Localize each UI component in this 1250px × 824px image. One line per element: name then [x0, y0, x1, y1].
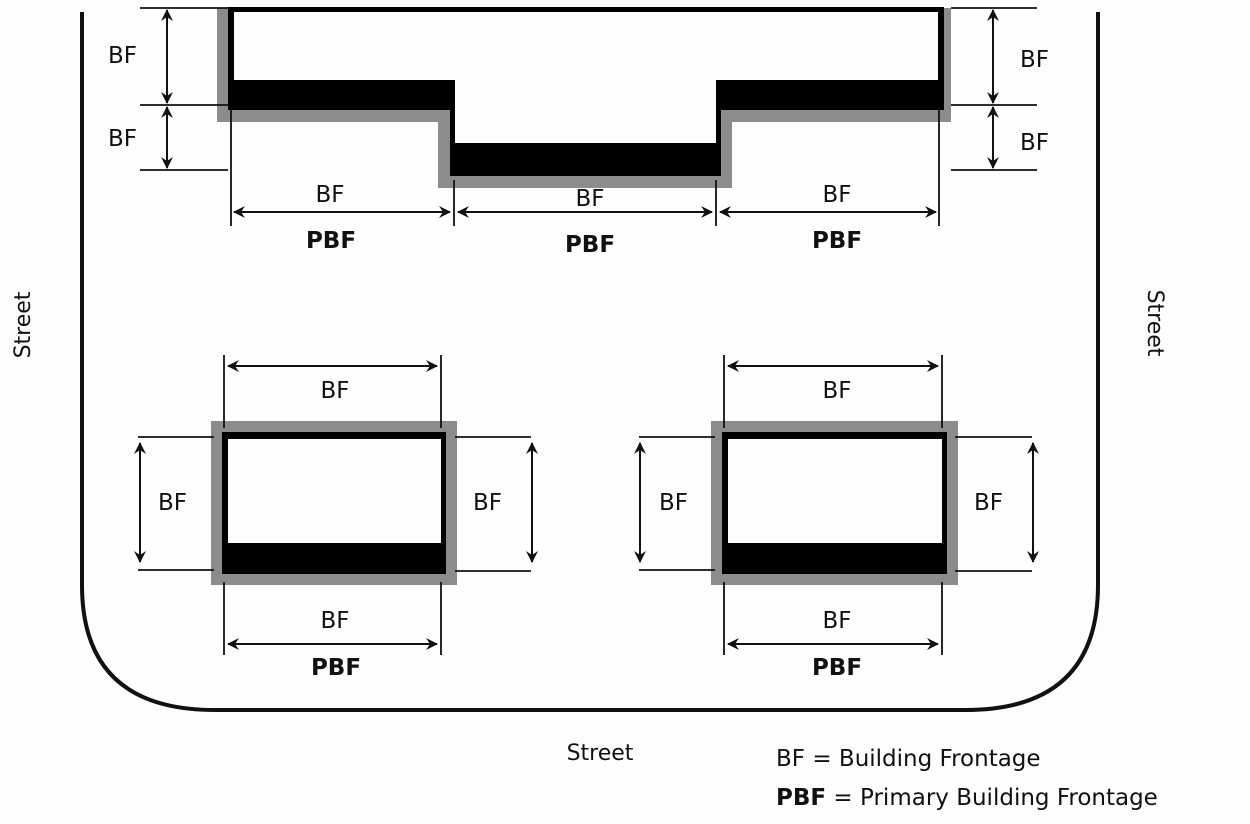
- building-interior: [228, 439, 441, 543]
- segment-pbf-label: PBF: [812, 228, 862, 254]
- street-label-right: Street: [1142, 290, 1167, 357]
- top-building-body: [230, 8, 943, 176]
- block-boundary: [80, 12, 1100, 712]
- top-building: [217, 7, 951, 188]
- segment-bf-label: BF: [575, 186, 604, 212]
- dim-label-bf: BF: [974, 490, 1003, 516]
- dim-label-bf: BF: [473, 490, 502, 516]
- frontage-band-right: [716, 80, 944, 110]
- top-building-right-wall: [938, 7, 944, 110]
- legend-meaning: Building Frontage: [839, 746, 1041, 772]
- legend-separator: =: [826, 785, 860, 811]
- segment-bf-label: BF: [822, 182, 851, 208]
- legend-abbr: BF: [776, 746, 805, 772]
- dim-label-pbf: PBF: [812, 655, 862, 681]
- street-label-bottom: Street: [567, 741, 634, 766]
- top-building-top-wall: [228, 7, 944, 12]
- top-frontage-dimensions: BF PBF BF PBF BF PBF: [230, 110, 940, 258]
- bottom-left-building: BF BF BF BF PBF: [134, 355, 538, 681]
- legend-meaning: Primary Building Frontage: [860, 785, 1158, 811]
- dim-label-bf: BF: [822, 378, 851, 404]
- top-right-dimensions: BF BF: [951, 7, 1049, 171]
- top-left-dimensions: BF BF: [108, 7, 228, 171]
- top-building-left-wall: [228, 7, 234, 110]
- segment-pbf-label: PBF: [565, 232, 615, 258]
- step-wall-right: [716, 80, 721, 176]
- legend-item-bf: BF = Building Frontage: [776, 746, 1041, 772]
- frontage-band-left: [228, 80, 455, 110]
- dim-label-bf: BF: [158, 490, 187, 516]
- frontage-band-center: [450, 143, 720, 176]
- building-interior: [728, 439, 942, 543]
- dim-label-pbf: PBF: [311, 655, 361, 681]
- dim-label-bf: BF: [320, 608, 349, 634]
- dim-label-bf: BF: [1020, 130, 1049, 156]
- dim-label-bf: BF: [320, 378, 349, 404]
- dim-label-bf: BF: [108, 126, 137, 152]
- dim-label-bf: BF: [822, 608, 851, 634]
- segment-bf-label: BF: [315, 182, 344, 208]
- step-wall-left: [450, 80, 455, 176]
- dim-label-bf: BF: [108, 43, 137, 69]
- bottom-right-building: BF BF BF BF PBF: [634, 355, 1039, 681]
- legend-abbr: PBF: [776, 785, 826, 811]
- street-label-left: Street: [11, 291, 36, 358]
- segment-pbf-label: PBF: [306, 228, 356, 254]
- dim-label-bf: BF: [659, 490, 688, 516]
- legend-item-pbf: PBF = Primary Building Frontage: [776, 785, 1158, 811]
- dim-label-bf: BF: [1020, 47, 1049, 73]
- legend-separator: =: [805, 746, 839, 772]
- legend: BF = Building Frontage PBF = Primary Bui…: [776, 746, 1158, 811]
